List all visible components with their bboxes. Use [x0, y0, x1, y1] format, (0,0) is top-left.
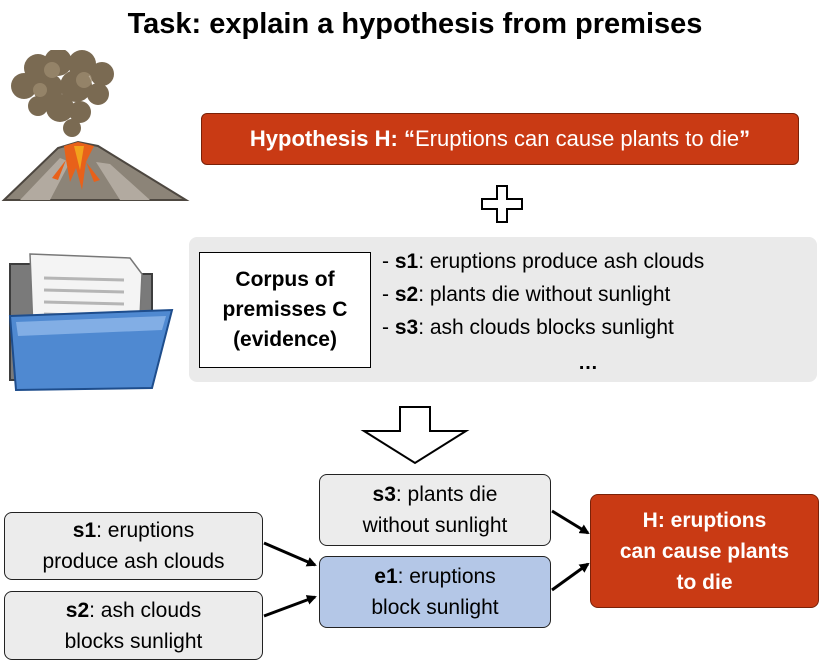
arrow-e1-h — [551, 562, 590, 592]
tree-node-e1: e1: eruptions block sunlight — [319, 556, 551, 628]
premise-id: s2 — [394, 283, 419, 306]
hypothesis-open-quote: “ — [403, 126, 415, 151]
corpus-premise-s2: - s2: plants die without sunlight — [382, 283, 671, 306]
open-folder-icon — [8, 253, 174, 392]
corpus-premise-s1: - s1: eruptions produce ash clouds — [382, 250, 705, 273]
corpus-premise-s3: - s3: ash clouds blocks sunlight — [382, 316, 674, 339]
plus-icon — [481, 185, 523, 223]
corpus-label-line2: premisses C — [222, 298, 348, 321]
arrow-s3-h — [551, 509, 590, 535]
hypothesis-close-quote: ” — [739, 126, 751, 151]
arrow-s1-e1 — [263, 541, 317, 567]
corpus-label-line3: (evidence) — [233, 328, 337, 351]
tree-node-s3: s3: plants die without sunlight — [319, 474, 551, 546]
hypothesis-label: Hypothesis H: — [249, 126, 398, 151]
hypothesis-box: Hypothesis H: “Eruptions can cause plant… — [201, 113, 799, 165]
tree-node-s1: s1: eruptions produce ash clouds — [4, 512, 263, 580]
down-arrow-icon — [360, 406, 470, 465]
hypothesis-text: Eruptions can cause plants to die — [414, 126, 740, 151]
premise-id: s1 — [394, 250, 419, 273]
corpus-label: Corpus of premisses C (evidence) — [199, 252, 371, 368]
arrow-s2-e1 — [263, 595, 317, 618]
premise-id: s3 — [394, 316, 419, 339]
tree-node-hypothesis: H: eruptions can cause plants to die — [590, 494, 819, 608]
premise-text: : ash clouds blocks sunlight — [418, 316, 674, 339]
tree-node-s2: s2: ash clouds blocks sunlight — [4, 591, 263, 660]
premise-text: : plants die without sunlight — [418, 283, 671, 306]
volcano-icon — [1, 50, 190, 201]
corpus-ellipsis: … — [578, 352, 598, 374]
corpus-label-line1: Corpus of — [235, 268, 335, 291]
page-title: Task: explain a hypothesis from premises — [127, 8, 703, 40]
premise-text: : eruptions produce ash clouds — [418, 250, 705, 273]
